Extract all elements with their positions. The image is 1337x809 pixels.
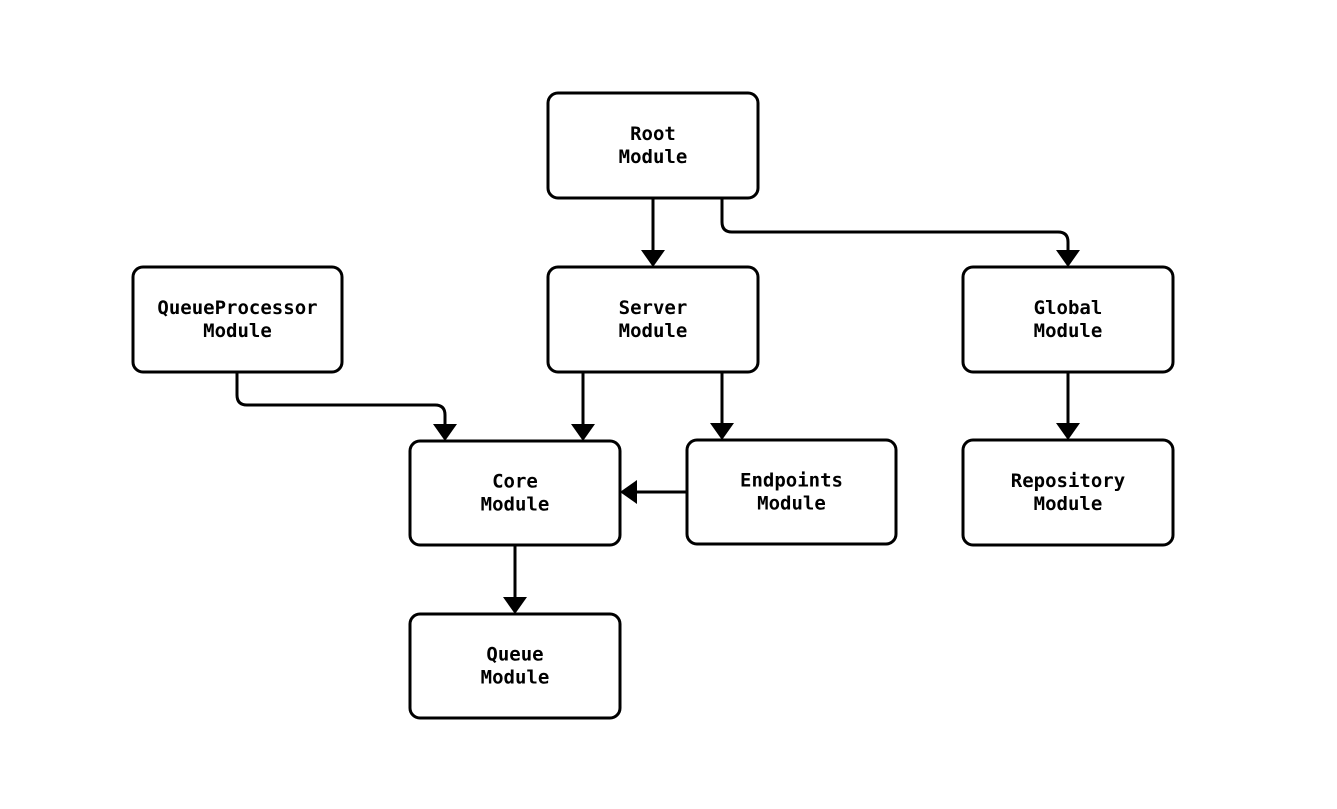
edge-root-to-global [720,198,1080,267]
node-label-line1: Endpoints [740,470,843,492]
edge-line [235,372,447,429]
node-box[interactable] [961,265,1175,374]
node-box[interactable] [408,612,622,720]
node-label-line2: Module [1034,320,1103,342]
node-label-line2: Module [481,494,550,516]
arrow-head-icon [433,424,457,441]
node-label-line1: Global [1034,297,1103,319]
arrow-head-icon [571,424,595,441]
arrow-head-icon [1056,423,1080,440]
node-box[interactable] [546,91,760,200]
node-label-line1: Queue [486,644,543,666]
arrow-head-icon [710,423,734,440]
edge-server-to-endpoints [710,372,734,440]
edge-root-to-server [641,198,665,267]
node-label-line2: Module [619,320,688,342]
node-box[interactable] [546,265,760,374]
edge-line [720,198,1070,255]
node-label-line1: Repository [1011,470,1125,492]
node-label-line2: Module [1034,493,1103,515]
edge-core-to-queue [503,545,527,614]
node-box[interactable] [408,439,622,547]
edges-layer [235,198,1080,614]
node-box[interactable] [131,265,344,374]
edge-server-to-core [571,372,595,441]
node-label-line1: Root [630,123,676,145]
node-label-line2: Module [619,146,688,168]
nodes-layer: RootModuleQueueProcessorModuleServerModu… [131,91,1175,720]
node-label-line1: Core [492,471,538,493]
arrow-head-icon [641,250,665,267]
node-label-line2: Module [757,493,826,515]
arrow-head-icon [503,597,527,614]
node-label-line1: Server [619,297,688,319]
arrow-head-icon [1056,250,1080,267]
arrow-head-icon [620,480,637,504]
edge-queueprocessor-to-core [235,372,457,441]
node-label-line1: QueueProcessor [157,297,317,319]
edge-global-to-repository [1056,372,1080,440]
node-label-line2: Module [481,667,550,689]
node-box[interactable] [961,438,1175,547]
edge-endpoints-to-core [620,480,687,504]
node-label-line2: Module [203,320,272,342]
node-box[interactable] [685,438,898,546]
